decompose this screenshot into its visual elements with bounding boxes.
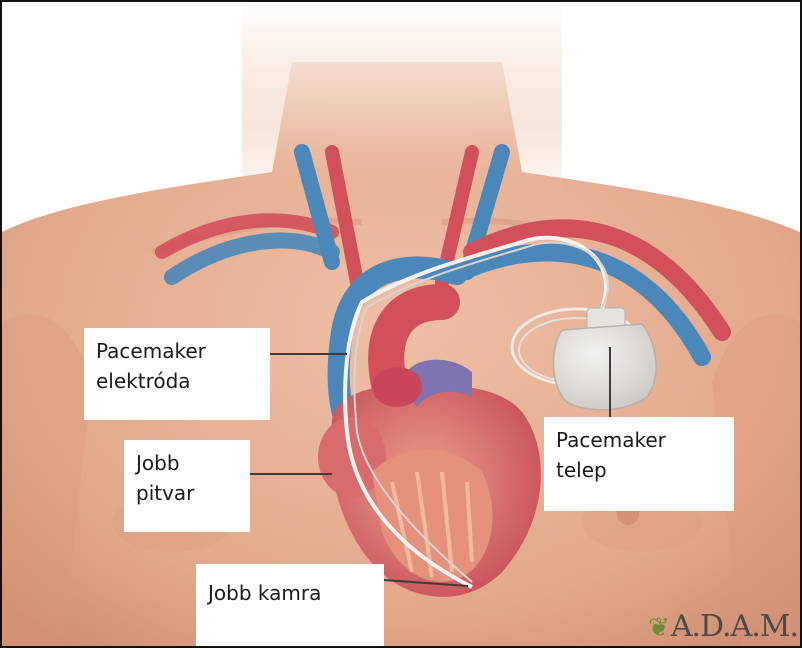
adam-logo-text: A.D.A.M. [671, 609, 798, 644]
label-pacemaker-battery: Pacemaker telep [544, 417, 734, 511]
label-line: telep [556, 455, 722, 485]
label-line: Pacemaker [96, 336, 258, 366]
label-line: Jobb kamra [208, 578, 372, 608]
label-line: elektróda [96, 366, 258, 396]
label-line: pitvar [136, 478, 238, 508]
label-line: Jobb [136, 448, 238, 478]
label-right-ventricle: Jobb kamra [196, 564, 384, 646]
adam-leaf-icon: ❦ [648, 613, 669, 643]
label-pacemaker-electrode: Pacemaker elektróda [84, 328, 270, 420]
label-right-atrium: Jobb pitvar [124, 440, 250, 532]
label-line: Pacemaker [556, 425, 722, 455]
adam-logo: ❦A.D.A.M. [648, 609, 798, 644]
